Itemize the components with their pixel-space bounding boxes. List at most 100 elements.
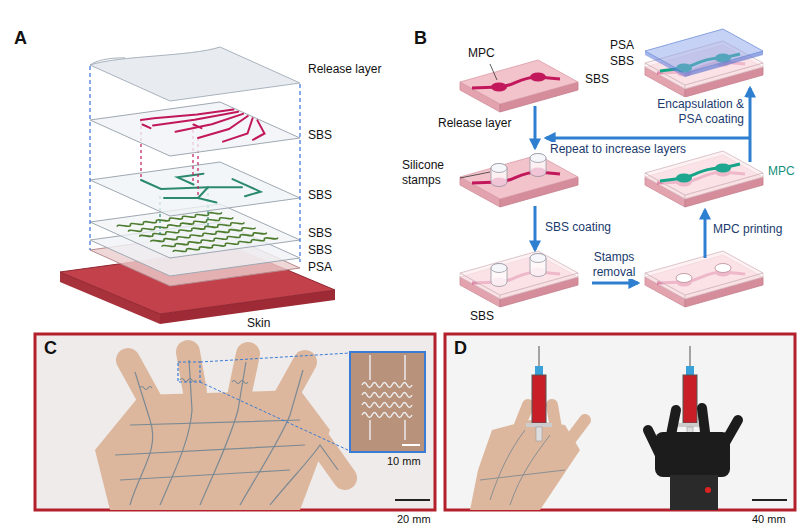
process-steps-part-part — [491, 154, 546, 187]
layer-label: Skin — [245, 316, 272, 331]
process-steps-part-part — [534, 106, 537, 148]
hand-photo-part-part — [404, 355, 405, 380]
hand-photo-part-part — [362, 393, 412, 398]
layer-stack-part-part-part — [143, 125, 151, 129]
process-steps-part-part — [660, 164, 740, 183]
hand-photo-part-part — [140, 379, 248, 390]
hand-photo-part — [362, 355, 412, 440]
process-steps-part — [645, 29, 763, 97]
syringe-photo-part — [683, 375, 697, 423]
syringe-photo-part — [532, 375, 546, 423]
layer-stack-part — [90, 102, 300, 156]
process-steps-part-part — [534, 206, 537, 250]
layer-stack-part-part-part — [182, 184, 250, 198]
material-label: SBS — [583, 72, 611, 87]
hand-photo-part-part — [270, 445, 338, 505]
material-label: SBS — [468, 309, 496, 324]
hand-photo-part-part — [362, 403, 412, 408]
syringe-photo-part — [655, 432, 730, 477]
layer-stack-part-part — [90, 162, 300, 216]
syringe-photo-part — [686, 366, 694, 375]
layer-stack-part — [84, 44, 300, 101]
hand-photo-part — [200, 353, 350, 362]
scale-label: 20 mm — [395, 513, 433, 526]
hand-photo-part — [395, 499, 430, 501]
process-steps-part — [645, 151, 763, 207]
process-steps-part-part — [645, 251, 763, 299]
hand-photo-part-part — [369, 420, 370, 440]
hand-photo-part-part — [362, 383, 412, 388]
hand-photo-part — [402, 444, 420, 446]
panel-label: A — [12, 28, 29, 50]
process-steps-part — [535, 88, 750, 283]
syringe-photo — [445, 334, 795, 510]
hand-photo-part — [115, 360, 338, 505]
hand-photo-part-part — [369, 355, 370, 380]
syringe-photo-part — [752, 499, 787, 501]
hand-photo-part-part — [128, 360, 150, 400]
step-label: MPC printing — [711, 222, 784, 237]
hand-photo-part-part — [160, 360, 192, 505]
material-label: Release layer — [436, 116, 513, 131]
process-steps-part-part — [460, 60, 578, 112]
process-steps-part-part — [460, 155, 578, 207]
layer-stack — [60, 44, 335, 324]
syringe-photo-part — [520, 405, 585, 440]
process-steps-part-part — [645, 29, 763, 73]
material-label: MPC — [466, 46, 497, 61]
process-steps — [460, 29, 763, 307]
syringe-photo-part — [535, 366, 543, 375]
syringe-photo-part-part — [480, 430, 565, 505]
scale-label: 10 mm — [385, 455, 423, 468]
hand-photo-part-part — [130, 372, 153, 505]
scale-label: 40 mm — [750, 513, 788, 526]
layer-stack-part — [89, 66, 90, 250]
process-steps-part — [460, 172, 490, 178]
step-label: Encapsulation & PSA coating — [648, 97, 746, 126]
layer-stack-part-part — [90, 102, 300, 156]
layer-stack-part-part-part — [171, 237, 279, 253]
panel-label: D — [452, 338, 469, 360]
step-label: Stamps removal — [586, 250, 642, 279]
layer-stack-part-part-part — [164, 194, 217, 208]
hand-photo-part — [178, 362, 200, 382]
syringe-photo-part — [480, 430, 565, 505]
process-steps-part-part — [676, 274, 692, 283]
layer-stack-part-part-part — [213, 179, 265, 196]
material-label: PSA — [608, 38, 636, 53]
process-steps-part — [460, 154, 578, 208]
material-label: MPC — [766, 164, 797, 179]
syringe-photo-part — [470, 420, 580, 510]
panel-label: B — [412, 28, 429, 50]
hand-photo-part-part — [318, 440, 345, 478]
layer-stack-part-part-part — [141, 175, 208, 193]
hand-photo-part — [350, 352, 425, 452]
layer-label: SBS — [306, 188, 334, 203]
process-steps-part — [490, 64, 497, 80]
process-steps-part-part — [715, 264, 731, 273]
material-label: SBS — [608, 54, 636, 69]
process-steps-part — [460, 251, 578, 307]
syringe-photo-part-part — [552, 405, 556, 428]
layer-label: Release layer — [306, 62, 383, 77]
process-steps-part-part — [460, 251, 578, 299]
hand-photo-part-part — [188, 352, 195, 392]
process-steps-part-part — [491, 254, 546, 287]
syringe-photo-part — [705, 487, 711, 493]
syringe-photo-part — [445, 334, 795, 510]
hand-photo-part — [200, 382, 350, 451]
layer-stack-part-part-part — [194, 125, 202, 129]
process-steps-part — [460, 60, 578, 112]
syringe-photo-part-part — [520, 405, 528, 425]
panel-label: C — [42, 338, 59, 360]
hand-photo — [35, 334, 435, 510]
syringe-photo-part — [526, 423, 552, 427]
step-label: Repeat to increase layers — [548, 142, 688, 157]
layer-label: SBS — [306, 243, 334, 258]
hand-photo-part-part — [404, 420, 405, 440]
hand-photo-part — [35, 334, 435, 510]
syringe-photo-part-part — [570, 420, 585, 440]
layer-stack-part — [90, 162, 300, 216]
layer-stack-part-part-part — [172, 116, 273, 138]
